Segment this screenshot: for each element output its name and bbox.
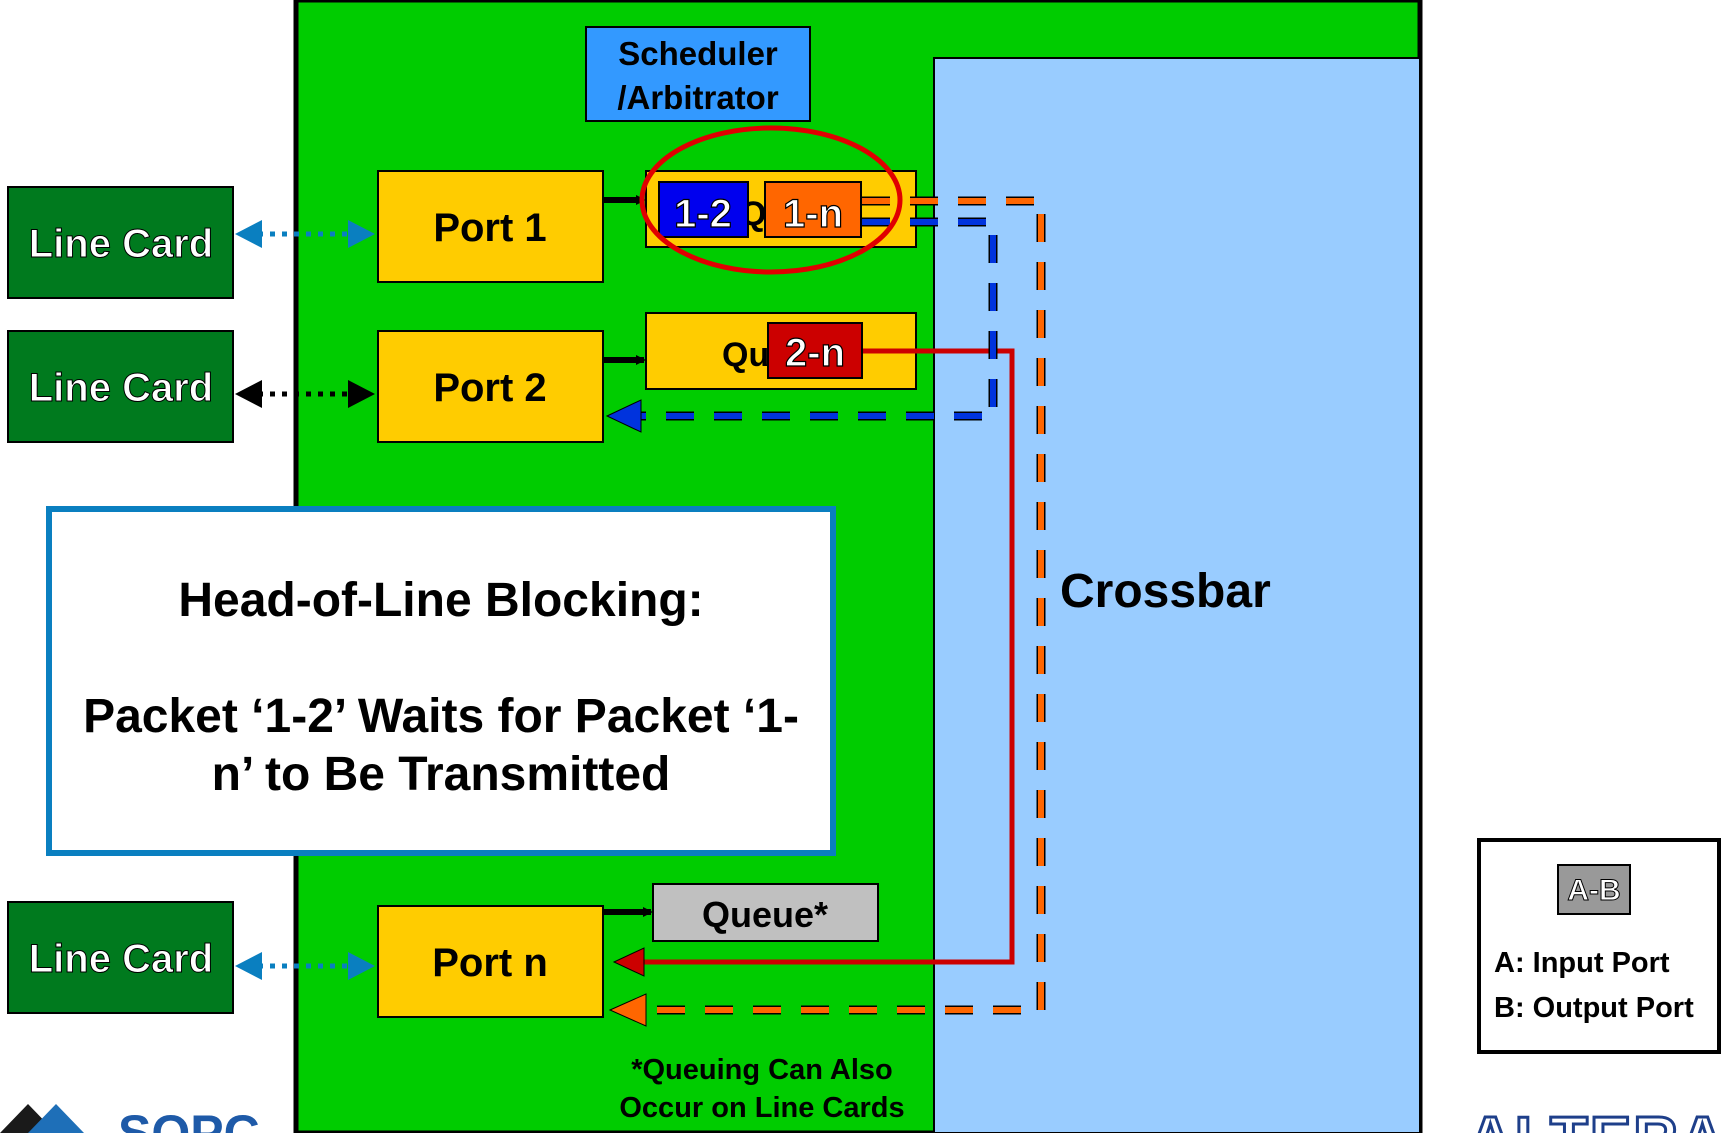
port-2-label: Port 2 bbox=[433, 366, 546, 410]
sopc-logo: SOPC bbox=[0, 1104, 260, 1133]
altera-logo-text: ALTERA bbox=[1468, 1105, 1722, 1133]
port-n-label: Port n bbox=[432, 941, 548, 985]
line-card-2[interactable] bbox=[7, 330, 234, 443]
packet-1-2[interactable] bbox=[658, 181, 749, 238]
hol-highlight-ellipse bbox=[639, 125, 903, 275]
legend-line2: B: Output Port bbox=[1494, 992, 1694, 1024]
packet-2-n-arrowhead bbox=[612, 947, 645, 977]
packet-1-2-arrowhead bbox=[605, 399, 642, 433]
port-2[interactable] bbox=[377, 330, 604, 443]
line-card-1[interactable] bbox=[7, 186, 234, 299]
packet-2-n-path bbox=[634, 348, 1015, 965]
callout-heading: Head-of-Line Blocking: bbox=[178, 574, 704, 627]
queue-port-n-label: Queue* bbox=[702, 894, 828, 935]
port-1[interactable] bbox=[377, 170, 604, 283]
scheduler-arbitrator-box[interactable] bbox=[585, 26, 811, 122]
packet-1-n-arrowhead bbox=[608, 993, 647, 1027]
line-card-3-label: Line Card bbox=[29, 937, 213, 981]
link-line-card-3-port-n bbox=[235, 952, 375, 980]
port-n[interactable] bbox=[377, 905, 604, 1018]
crossbar-label: Crossbar bbox=[1060, 565, 1271, 618]
legend-box bbox=[1477, 838, 1721, 1054]
legend-line1: A: Input Port bbox=[1494, 947, 1670, 979]
scheduler-label-line1: Scheduler bbox=[618, 35, 778, 72]
packet-1-2-path-fill bbox=[632, 219, 996, 419]
footnote-line2: Occur on Line Cards bbox=[619, 1092, 904, 1124]
altera-logo: ALTERA bbox=[1467, 1104, 1722, 1133]
line-card-2-label: Line Card bbox=[29, 366, 213, 410]
link-line-card-2-port-2 bbox=[235, 380, 375, 408]
callout-body: Packet ‘1-2’ Waits for Packet ‘1-n’ to B… bbox=[83, 690, 799, 801]
legend-sample-label: A-B bbox=[1567, 874, 1620, 907]
packet-1-n[interactable] bbox=[764, 181, 862, 238]
packet-1-2-label: 1-2 bbox=[674, 192, 732, 236]
sopc-logo-text: SOPC bbox=[118, 1105, 260, 1133]
link-line-card-1-port-1 bbox=[235, 220, 375, 248]
packet-2-n-label: 2-n bbox=[785, 331, 845, 375]
queue-port-2-label: Qu bbox=[722, 336, 769, 374]
packet-1-n-label: 1-n bbox=[783, 192, 843, 236]
line-card-3[interactable] bbox=[7, 901, 234, 1014]
legend-sample-packet bbox=[1557, 864, 1631, 915]
footnote-line1: *Queuing Can Also bbox=[631, 1054, 893, 1086]
scheduler-label-line2: /Arbitrator bbox=[617, 79, 779, 116]
hol-blocking-callout: Head-of-Line Blocking: Packet ‘1-2’ Wait… bbox=[46, 506, 836, 856]
port-1-label: Port 1 bbox=[433, 206, 546, 250]
packet-1-n-path-fill bbox=[632, 198, 1044, 1013]
packet-2-n[interactable] bbox=[767, 322, 863, 379]
crossbar bbox=[933, 57, 1421, 1133]
queue-port-n[interactable] bbox=[652, 883, 879, 942]
line-card-1-label: Line Card bbox=[29, 222, 213, 266]
